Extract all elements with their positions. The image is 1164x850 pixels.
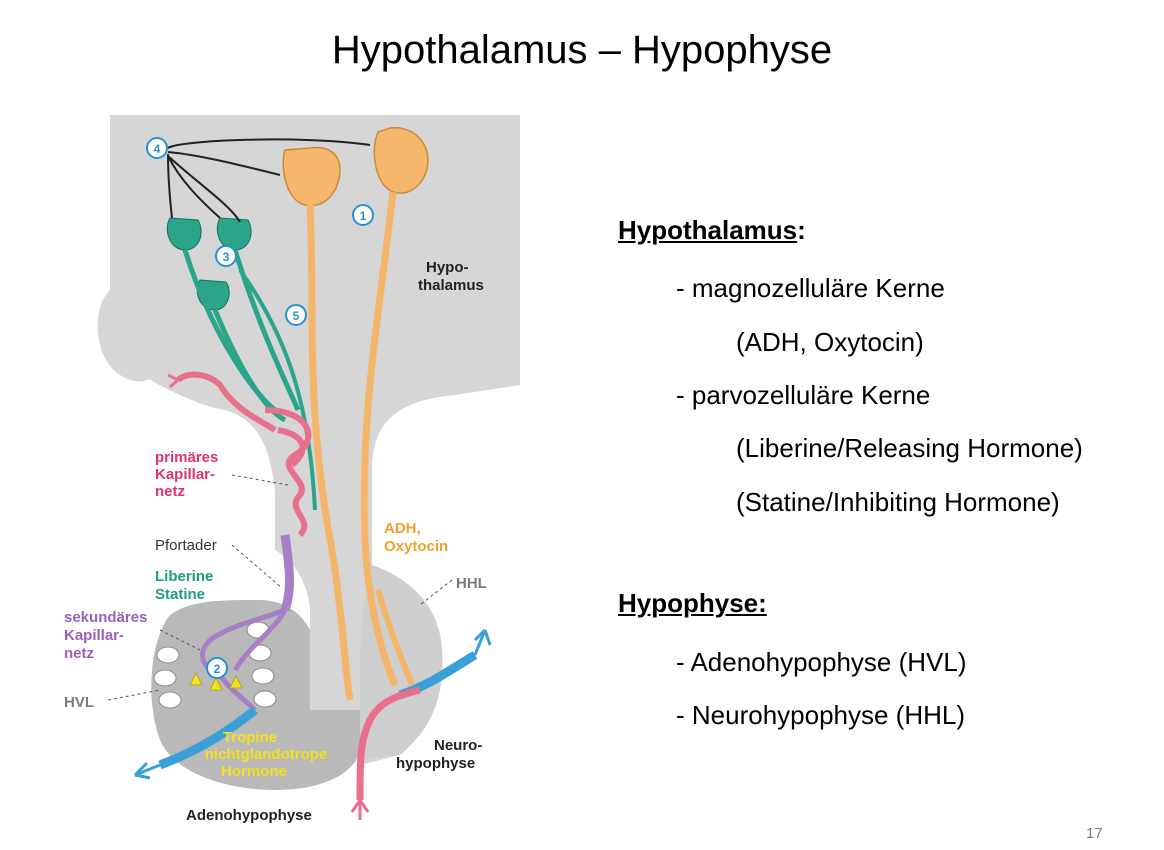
primary-capillary-network	[176, 371, 312, 538]
label-tropine-line1: Tropine	[223, 729, 277, 746]
gland-cell	[156, 646, 180, 664]
input-line	[167, 155, 221, 219]
parvo-axon	[238, 268, 317, 511]
hormone-drop	[209, 677, 223, 691]
label-tropine-line2: nichtglandotrope	[205, 746, 328, 763]
arteria-inferior	[356, 686, 421, 801]
label-tropine-line3: Hormone	[221, 763, 287, 780]
portal-vein	[280, 534, 295, 612]
label-liberine: Liberine	[155, 568, 213, 585]
marker-circle	[206, 657, 228, 679]
marker-4: 4	[146, 137, 168, 159]
vein-arrow-left	[133, 761, 161, 780]
hypophyse-item-adeno: - Adenohypophyse (HVL)	[676, 647, 967, 677]
input-line	[167, 155, 241, 223]
marker-3: 3	[215, 245, 237, 267]
hypothalamus-hypophyse-diagram: 4 1 3 5 2 Hypo- thalamus primäres Kapill…	[64, 115, 520, 824]
marker-number: 1	[360, 209, 367, 223]
hypothalamus-item-parvo-statine: (Statine/Inhibiting Hormone)	[736, 487, 1060, 517]
hypothalamus-item-parvo: - parvozelluläre Kerne	[676, 380, 931, 410]
hypothalamus-item-parvo-liberine: (Liberine/Releasing Hormone)	[736, 433, 1083, 463]
marker-number: 2	[214, 662, 221, 676]
capillary-loop	[277, 427, 306, 468]
hormone-release	[189, 672, 243, 691]
tissue-lobe	[97, 290, 160, 382]
vein-out-left	[158, 706, 258, 770]
label-pfortader: Pfortader	[155, 537, 217, 554]
slide-title: Hypothalamus – Hypophyse	[331, 28, 833, 72]
hypothalamus-heading-colon: :	[797, 215, 806, 245]
marker-circle	[215, 245, 237, 267]
hypothalamus-item-magno-detail: (ADH, Oxytocin)	[736, 327, 924, 357]
marker-number: 3	[223, 250, 230, 264]
gland-cells	[153, 621, 277, 709]
capillary-loop	[232, 608, 288, 672]
hypothalamus-heading: Hypothalamus:	[618, 215, 806, 246]
marker-5: 5	[285, 304, 307, 326]
page-number: 17	[1086, 825, 1103, 842]
marker-circle	[146, 137, 168, 159]
parvocellular-neurons	[166, 217, 317, 511]
label-statine: Statine	[155, 586, 205, 603]
label-primaeres-line3: netz	[155, 483, 185, 500]
label-primaeres-line2: Kapillar-	[155, 466, 215, 483]
leader-line	[159, 629, 201, 651]
input-line	[167, 138, 371, 149]
parvo-axon	[212, 309, 287, 423]
label-hhl: HHL	[456, 575, 487, 592]
marker-number: 4	[154, 142, 161, 156]
label-hypothalamus-line2: thalamus	[418, 277, 484, 294]
input-line	[167, 153, 173, 219]
gland-cell	[253, 690, 277, 708]
gland-cell	[251, 667, 275, 685]
gland-cell	[158, 691, 182, 709]
label-primaeres-line1: primäres	[155, 449, 218, 466]
leader-line	[107, 689, 161, 701]
magnocellular-neurons	[282, 126, 429, 701]
magno-axon	[306, 204, 354, 701]
hypophyse-item-neuro: - Neurohypophyse (HHL)	[676, 700, 966, 730]
label-hvl: HVL	[64, 694, 94, 711]
magno-axon	[375, 589, 415, 687]
marker-1: 1	[352, 204, 374, 226]
leader-lines	[107, 474, 453, 701]
gland-cell	[153, 669, 177, 687]
marker-circle	[285, 304, 307, 326]
magno-neuron-soma	[282, 146, 341, 207]
label-sekundaeres-line1: sekundäres	[64, 609, 147, 626]
neural-input-lines	[167, 138, 371, 223]
artery-arrow-bottom	[350, 799, 370, 820]
arteria-inflow	[176, 371, 277, 433]
marker-2: 2	[206, 657, 228, 679]
marker-circle	[352, 204, 374, 226]
magno-neuron-soma	[373, 126, 429, 194]
hormone-drop	[229, 675, 243, 689]
leader-line	[419, 579, 453, 606]
hypothalamus-item-magno: - magnozelluläre Kerne	[676, 273, 945, 303]
magno-axon	[360, 191, 399, 687]
hypophyse-heading: Hypophyse:	[618, 588, 767, 618]
label-adenohypophyse: Adenohypophyse	[186, 807, 312, 824]
label-oxytocin: Oxytocin	[384, 538, 448, 555]
label-neuro-line1: Neuro-	[434, 737, 482, 754]
leader-line	[231, 544, 283, 589]
capillary-loop	[264, 407, 312, 538]
marker-number: 5	[293, 309, 300, 323]
artery-arrow-top	[167, 373, 179, 389]
hormone-drop	[189, 672, 203, 686]
input-line	[167, 151, 281, 176]
vein-arrow-right	[473, 628, 492, 656]
label-sekundaeres-line2: Kapillar-	[64, 627, 124, 644]
hypothalamus-heading-text: Hypothalamus	[618, 215, 798, 245]
label-sekundaeres-line3: netz	[64, 645, 94, 662]
label-neuro-line2: hypophyse	[396, 755, 475, 772]
label-adh: ADH,	[384, 520, 421, 537]
label-hypothalamus-line1: Hypo-	[426, 259, 469, 276]
